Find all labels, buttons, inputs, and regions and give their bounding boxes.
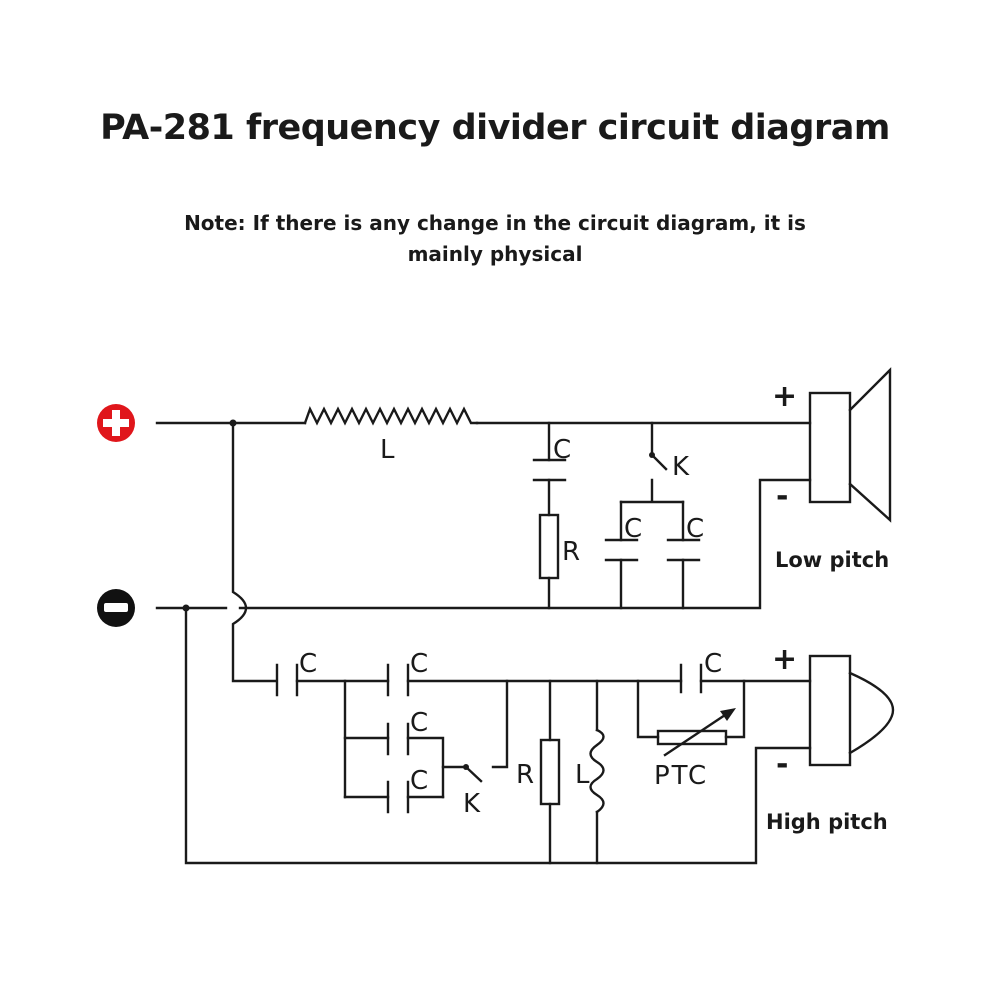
page-title: PA-281 frequency divider circuit diagram <box>100 108 890 148</box>
high-cap1-symbol <box>275 663 299 697</box>
high-cap3-label: C <box>410 708 428 738</box>
high-speaker-plus: + <box>772 642 797 677</box>
high-cap5-symbol <box>679 663 703 694</box>
negative-terminal-icon <box>97 589 135 627</box>
tweeter-speaker-icon <box>808 654 895 767</box>
low-cap-b-label: C <box>686 514 704 544</box>
low-inductor-symbol <box>303 405 479 426</box>
ptc-label: PTC <box>654 761 708 791</box>
low-cap-a-label: C <box>624 514 642 544</box>
high-cap2-label: C <box>410 649 428 679</box>
high-cap5-label: C <box>704 649 722 679</box>
low-pitch-label: Low pitch <box>775 548 889 572</box>
note-text: Note: If there is any change in the circ… <box>184 211 806 266</box>
low-resistor-label: R <box>562 537 580 567</box>
high-switch-symbol <box>464 765 483 783</box>
low-switch-symbol <box>650 453 668 471</box>
high-resistor-label: R <box>516 760 534 790</box>
high-inductor-symbol <box>589 728 605 814</box>
low-switch-label: K <box>672 452 690 482</box>
high-cap2-symbol <box>386 663 410 697</box>
woofer-speaker-icon <box>808 367 892 523</box>
low-resistor-symbol <box>538 513 560 580</box>
low-pitch-network <box>155 405 812 683</box>
high-resistor-symbol <box>539 738 561 806</box>
low-inductor-label: L <box>380 435 395 465</box>
low-speaker-plus: + <box>772 379 797 414</box>
high-cap4-symbol <box>386 780 410 814</box>
high-speaker-minus: - <box>776 747 788 782</box>
ptc-arrow-icon <box>720 708 736 721</box>
low-speaker-minus: - <box>776 479 788 514</box>
high-pitch-network <box>184 606 812 865</box>
high-cap4-label: C <box>410 766 428 796</box>
high-cap1-label: C <box>299 649 317 679</box>
high-cap3-symbol <box>386 722 410 756</box>
high-pitch-label: High pitch <box>766 810 888 834</box>
positive-terminal-icon <box>97 404 135 442</box>
high-switch-label: K <box>463 789 481 819</box>
low-cap-label: C <box>553 435 571 465</box>
high-inductor-label: L <box>575 760 590 790</box>
